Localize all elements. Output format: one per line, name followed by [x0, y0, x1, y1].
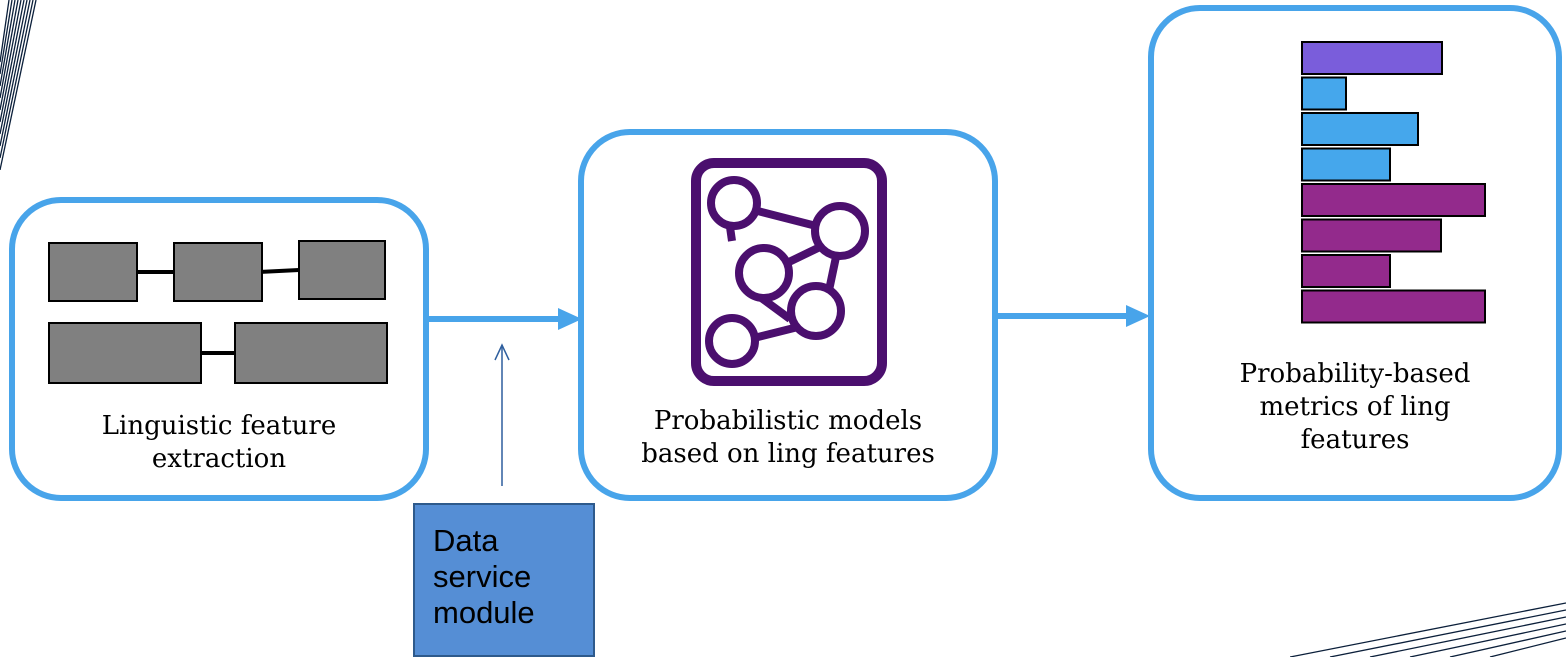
- label-line: Probabilistic models: [653, 406, 923, 436]
- metric-bar: [1301, 41, 1443, 75]
- label-line: metrics of ling: [1259, 392, 1451, 422]
- feature-block: [173, 242, 263, 302]
- feature-block: [48, 322, 202, 384]
- label-line: Probability-based: [1239, 359, 1471, 389]
- data-input-arrow-head: [494, 343, 510, 361]
- feature-block: [234, 322, 388, 384]
- corner-stripes-top-left: [0, 0, 37, 170]
- label-line: module: [433, 595, 535, 630]
- step-metrics: Probability-based metrics of ling featur…: [1148, 5, 1562, 501]
- step-models-label: Probabilistic models based on ling featu…: [584, 405, 992, 471]
- metric-bar: [1301, 183, 1486, 217]
- label-line: Data: [433, 523, 499, 558]
- metric-bar: [1301, 147, 1391, 182]
- arrow-head-2: [1126, 305, 1150, 327]
- network-graph-icon: [691, 158, 887, 386]
- data-service-module: Data service module: [413, 503, 595, 657]
- step-models: Probabilistic models based on ling featu…: [578, 129, 998, 501]
- metric-bar: [1301, 76, 1347, 111]
- label-line: based on ling features: [641, 439, 935, 469]
- metric-bar: [1301, 112, 1419, 146]
- label-line: service: [433, 559, 532, 594]
- label-line: features: [1300, 425, 1410, 455]
- data-service-label: Data service module: [433, 523, 535, 631]
- metric-bars-graphic: [1301, 41, 1486, 324]
- metric-bar: [1301, 254, 1391, 288]
- feature-block: [48, 242, 138, 302]
- step-extraction: Linguistic feature extraction: [9, 197, 429, 501]
- feature-blocks-graphic: [48, 240, 388, 384]
- step-extraction-label: Linguistic feature extraction: [15, 410, 423, 476]
- corner-stripes-bottom-right: [1290, 602, 1566, 657]
- metric-bar: [1301, 218, 1442, 253]
- step-metrics-label: Probability-based metrics of ling featur…: [1154, 358, 1556, 457]
- metric-bar: [1301, 289, 1486, 324]
- label-line: extraction: [151, 444, 287, 474]
- arrow-head-1: [558, 308, 582, 330]
- feature-block: [298, 240, 386, 300]
- label-line: Linguistic feature: [101, 411, 337, 441]
